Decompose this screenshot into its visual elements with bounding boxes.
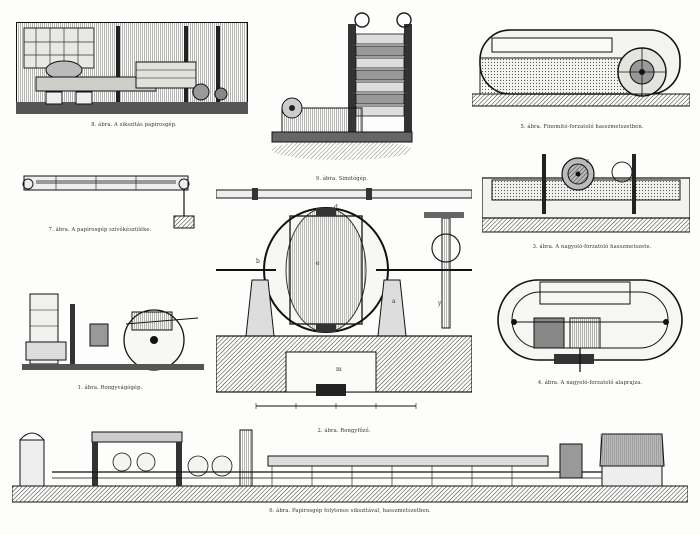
caption-figure-7: 7. ábra. A papirosgép szivókészüléke. bbox=[48, 227, 152, 233]
figure-2-rag-boiler: d e b a y m bbox=[216, 188, 472, 414]
label-d: d bbox=[334, 204, 338, 211]
label-b: b bbox=[256, 258, 260, 265]
caption-figure-1: 1. ábra. Rongyvágógép. bbox=[77, 385, 143, 391]
figure-5-fine-beater-section bbox=[472, 22, 690, 114]
label-c: c bbox=[586, 158, 590, 165]
figure-3-coarse-beater-section bbox=[482, 150, 690, 236]
caption-figure-2: 2. ábra. Rongyfőző. bbox=[317, 428, 371, 434]
figure-7-suction-device bbox=[16, 164, 196, 232]
caption-figure-5: 5. ábra. Finomitó-forzatoló hasszmetszet… bbox=[520, 124, 644, 130]
label-y: y bbox=[438, 300, 442, 307]
figure-8-factory-interior bbox=[16, 22, 248, 114]
caption-figure-4: 4. ábra. A nagyoló-forzatoló alaprajza. bbox=[537, 380, 643, 386]
figure-9-calender-machine bbox=[262, 12, 422, 164]
caption-figure-9: 9. ábra. Simitógép. bbox=[315, 176, 369, 182]
figure-1-rag-cutter bbox=[22, 290, 204, 382]
figure-6-continuous-paper-machine bbox=[12, 420, 688, 512]
caption-figure-3: 3. ábra. A nagyoló-forzatoló hasszmetsze… bbox=[532, 244, 652, 250]
label-m: m bbox=[336, 366, 342, 373]
figure-4-coarse-beater-plan bbox=[494, 272, 686, 374]
caption-figure-8: 8. ábra. A sikszitás papirosgép. bbox=[91, 122, 177, 128]
label-a: a bbox=[392, 298, 396, 305]
label-e: e bbox=[316, 260, 320, 267]
caption-figure-6: 6. ábra. Papirosgép folytonos sikszitáva… bbox=[269, 508, 431, 514]
